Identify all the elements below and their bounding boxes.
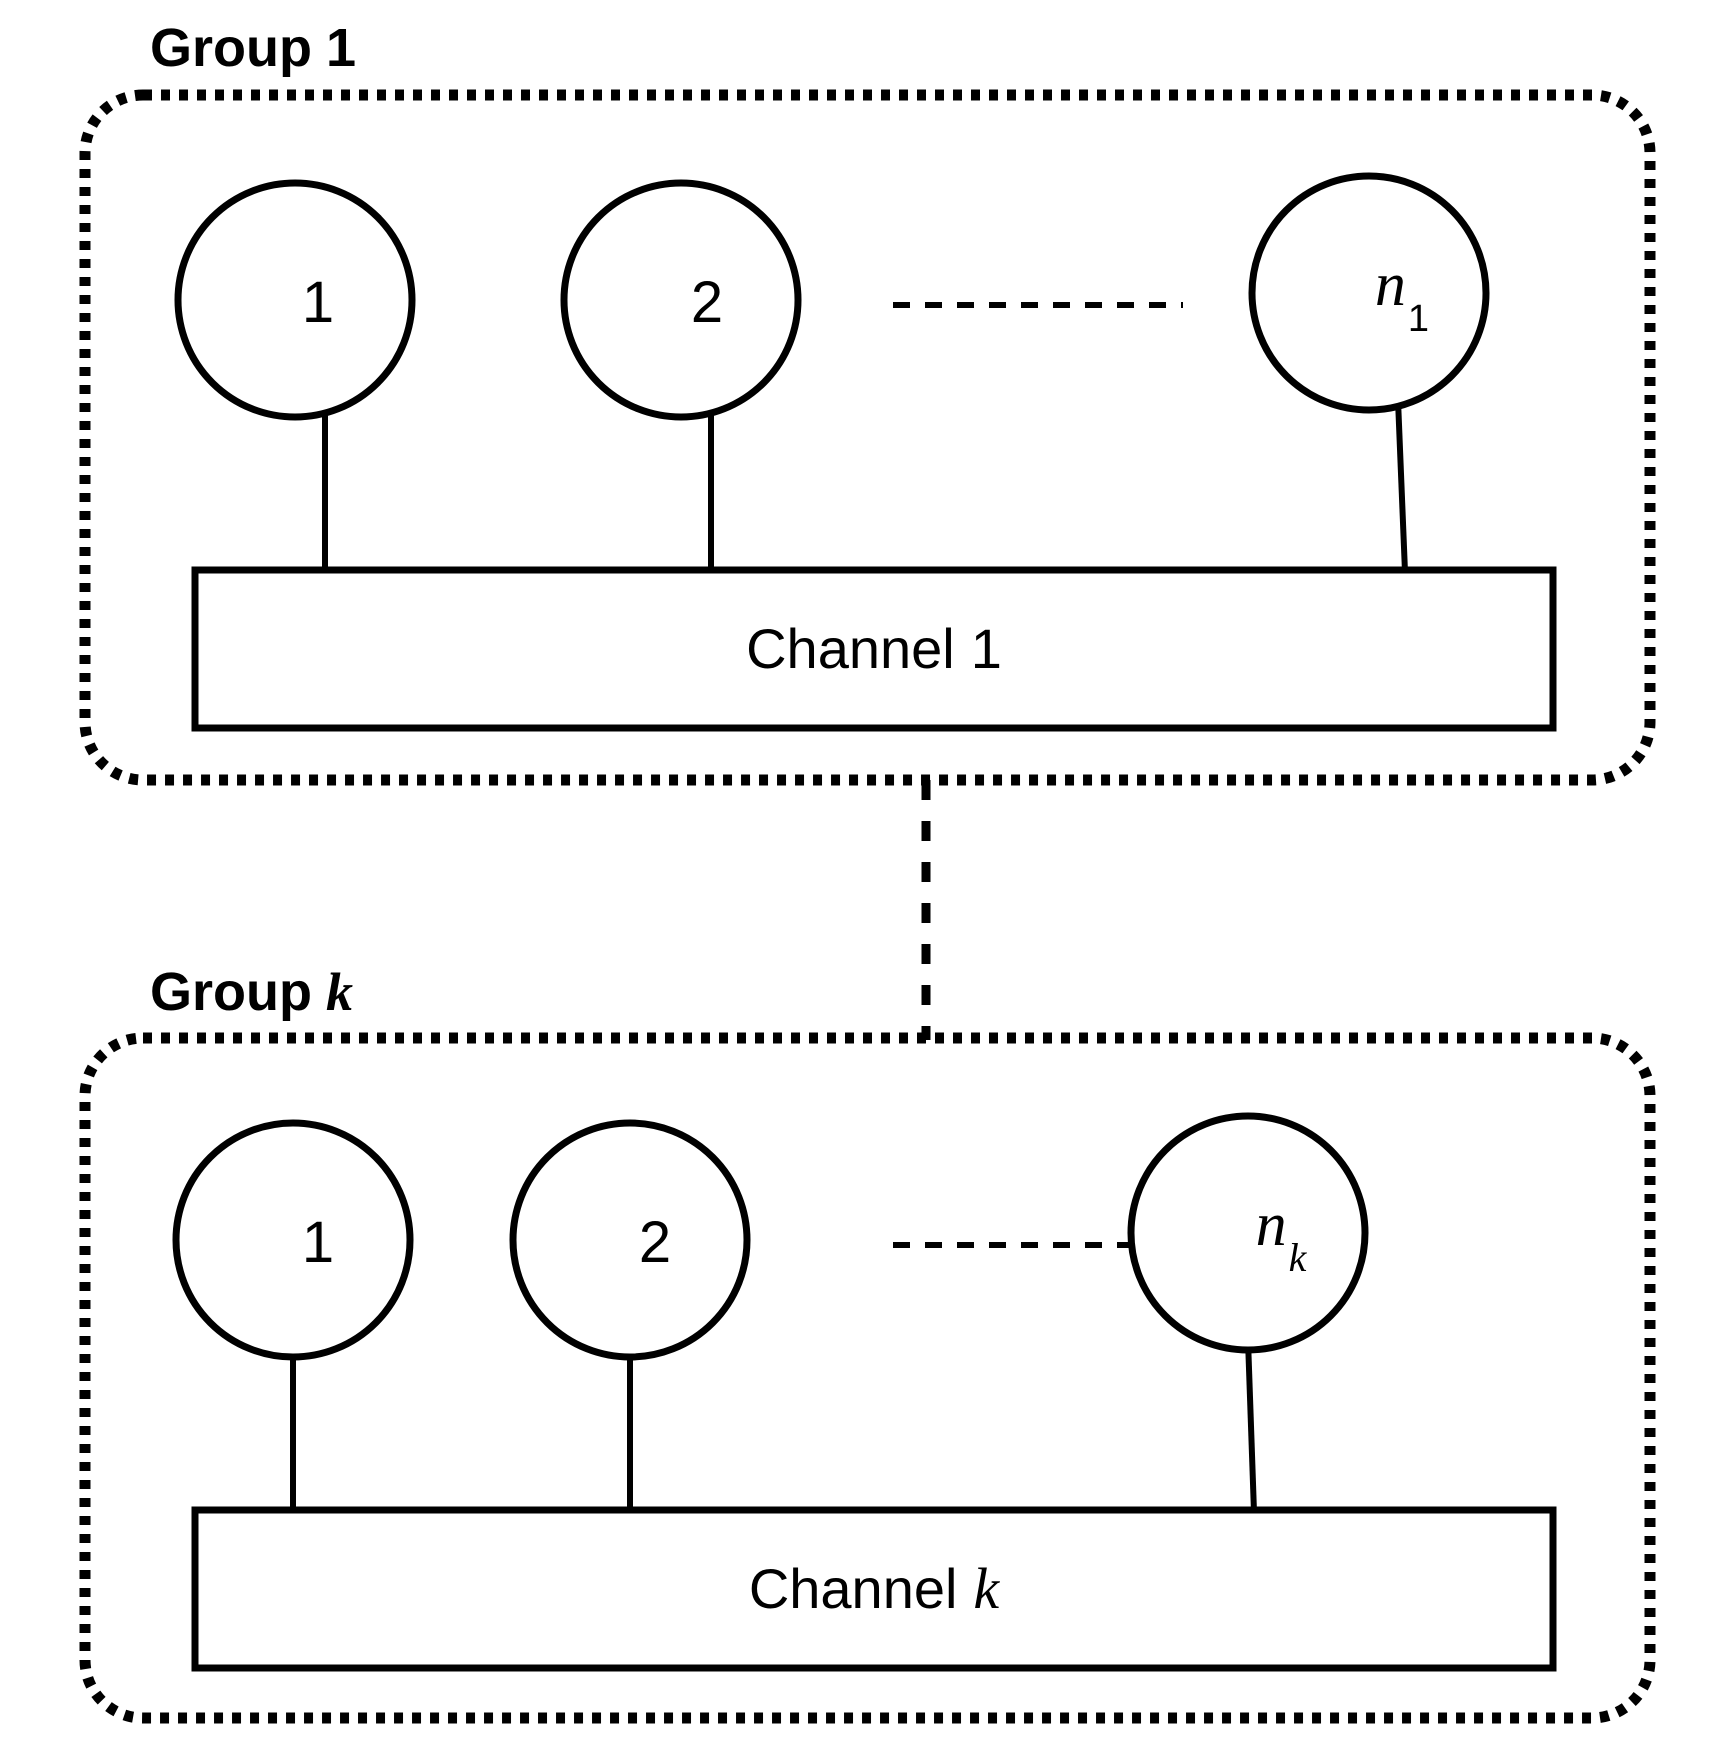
channel-k-label-index: k: [973, 1556, 1000, 1621]
group-1-node-1-circle[interactable]: [174, 179, 416, 421]
group-k-node-last-circle[interactable]: [1127, 1112, 1369, 1354]
group-1-node-2[interactable]: 2: [560, 179, 802, 421]
channel-k-box[interactable]: [191, 1506, 1557, 1672]
group-1-node-last-label: n1: [1375, 251, 1429, 340]
channel-1[interactable]: Channel 1: [191, 566, 1557, 732]
group-1-node-1-label: 1: [302, 270, 334, 335]
channel-1-label-prefix: Channel: [746, 617, 955, 680]
group-k-title-index: k: [326, 962, 353, 1022]
group-k-node-last-label: nk: [1256, 1191, 1308, 1280]
group-k-node-last[interactable]: nk: [1127, 1112, 1369, 1354]
group-1-node-last-label-base: n: [1375, 251, 1406, 319]
group-k-node-2[interactable]: 2: [509, 1119, 751, 1361]
group-1-node-2-circle[interactable]: [560, 179, 802, 421]
group-k-node-2-circle[interactable]: [509, 1119, 751, 1361]
group-k-node-last-label-base: n: [1256, 1191, 1287, 1259]
group-1-node-last-label-sub: 1: [1408, 298, 1429, 340]
group-1-outline: [79, 89, 1656, 786]
group-1-title-index: 1: [326, 18, 356, 78]
group-1-node-last-stem: [1395, 399, 1408, 573]
group-k-node-1-label: 1: [302, 1210, 334, 1275]
group-k-node-1-circle[interactable]: [172, 1119, 414, 1361]
group-1-node-1[interactable]: 1: [174, 179, 416, 421]
group-k-node-2-label: 2: [639, 1210, 671, 1275]
group-k-node-last-label-sub: k: [1289, 1235, 1308, 1280]
channel-1-box[interactable]: [191, 566, 1557, 732]
group-1-title-prefix: Group: [150, 18, 312, 78]
group-1-node-2-label: 2: [691, 270, 723, 335]
group-k-node-1[interactable]: 1: [172, 1119, 414, 1361]
group-1-node-last-circle[interactable]: [1248, 172, 1490, 414]
channel-1-label-index: 1: [971, 617, 1002, 680]
group-k-title-prefix: Group: [150, 962, 312, 1022]
group-1-node-last[interactable]: n1: [1248, 172, 1490, 414]
group-k-outline: [79, 1032, 1656, 1724]
channel-k-label-prefix: Channel: [749, 1557, 958, 1620]
group-k-node-last-stem: [1245, 1339, 1257, 1513]
channel-1-label: Channel 1: [746, 617, 1002, 680]
